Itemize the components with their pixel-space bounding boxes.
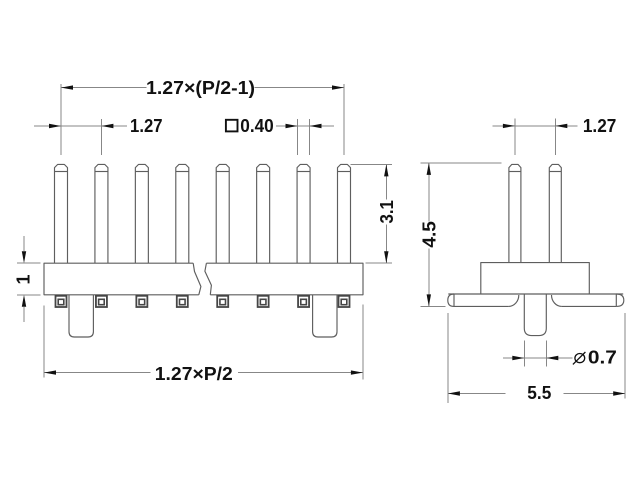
- svg-text:1.27: 1.27: [583, 116, 617, 136]
- svg-text:5.5: 5.5: [527, 383, 551, 403]
- svg-text:1.27×(P/2-1): 1.27×(P/2-1): [146, 78, 255, 98]
- svg-text:1: 1: [14, 274, 34, 284]
- svg-text:1.27×P/2: 1.27×P/2: [155, 364, 233, 384]
- svg-text:0.40: 0.40: [240, 116, 274, 136]
- svg-text:3.1: 3.1: [377, 200, 397, 224]
- svg-text:0.7: 0.7: [588, 348, 617, 368]
- svg-text:4.5: 4.5: [419, 221, 439, 248]
- svg-text:1.27: 1.27: [130, 116, 163, 136]
